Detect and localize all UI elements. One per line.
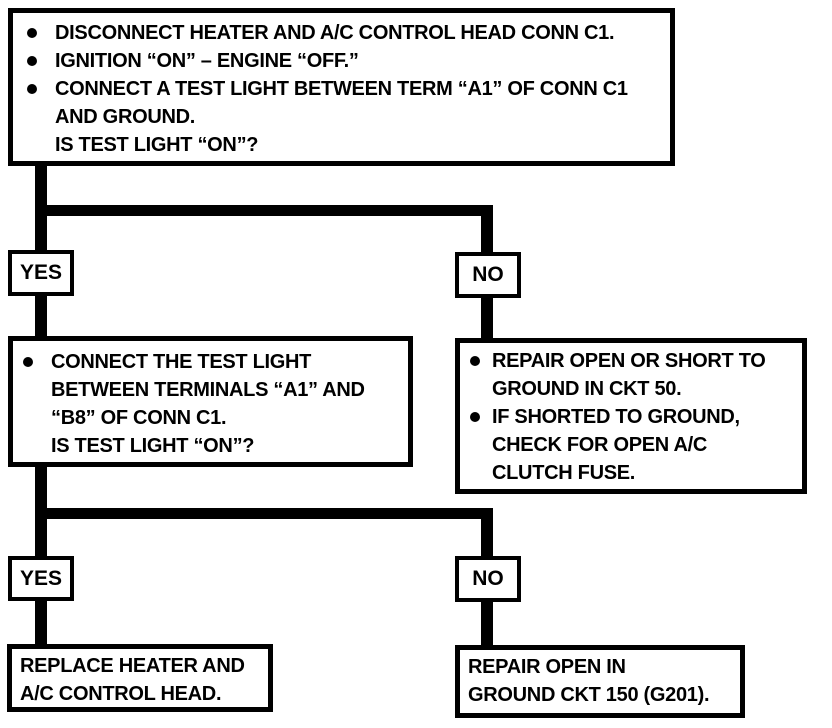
step-text: GROUND CKT 150 (G201). — [468, 684, 710, 706]
bullet-icon — [27, 84, 37, 94]
connector-branch2-horizontal — [35, 508, 493, 519]
text-line: IS TEST LIGHT “ON”? — [13, 432, 408, 460]
label-no-branch1: NO — [455, 252, 521, 298]
label-yes-branch1: YES — [8, 250, 74, 296]
step-text: REPLACE HEATER AND — [20, 655, 245, 677]
bullet-icon — [470, 412, 480, 422]
text-line: REPAIR OPEN IN — [460, 653, 740, 681]
node-step1-test-light-to-ground: DISCONNECT HEATER AND A/C CONTROL HEAD C… — [8, 8, 675, 166]
step-text: DISCONNECT HEATER AND A/C CONTROL HEAD C… — [55, 22, 615, 44]
connector-yes2-to-replace — [35, 599, 47, 646]
step-text: CHECK FOR OPEN A/C — [492, 434, 707, 456]
no-label: NO — [472, 567, 504, 590]
step-text: IGNITION “ON” – ENGINE “OFF.” — [55, 50, 359, 72]
text-line: CONNECT THE TEST LIGHT — [13, 348, 408, 376]
step-text: “B8” OF CONN C1. — [51, 407, 227, 429]
text-line: CLUTCH FUSE. — [460, 459, 802, 487]
node-repair-open-short-ckt50: REPAIR OPEN OR SHORT TO GROUND IN CKT 50… — [455, 338, 807, 494]
text-line: CHECK FOR OPEN A/C — [460, 431, 802, 459]
text-line: “B8” OF CONN C1. — [13, 404, 408, 432]
text-line: CONNECT A TEST LIGHT BETWEEN TERM “A1” O… — [13, 75, 670, 103]
node-step2-test-light-a1-b8: CONNECT THE TEST LIGHT BETWEEN TERMINALS… — [8, 336, 413, 467]
connector-no2-to-repair-ground — [481, 600, 493, 647]
step-text: REPAIR OPEN IN — [468, 656, 626, 678]
node-replace-control-head: REPLACE HEATER AND A/C CONTROL HEAD. — [7, 644, 273, 712]
step-text: CONNECT A TEST LIGHT BETWEEN TERM “A1” O… — [55, 78, 628, 100]
step-text: REPAIR OPEN OR SHORT TO — [492, 350, 766, 372]
bullet-icon — [27, 28, 37, 38]
no-label: NO — [472, 263, 504, 286]
yes-label: YES — [19, 261, 63, 284]
text-line: REPAIR OPEN OR SHORT TO — [460, 347, 802, 375]
step-text: GROUND IN CKT 50. — [492, 378, 682, 400]
bullet-icon — [27, 56, 37, 66]
step-text: CLUTCH FUSE. — [492, 462, 636, 484]
step-text: BETWEEN TERMINALS “A1” AND — [51, 379, 365, 401]
text-line: IF SHORTED TO GROUND, — [460, 403, 802, 431]
step-text: IF SHORTED TO GROUND, — [492, 406, 740, 428]
text-line: GROUND IN CKT 50. — [460, 375, 802, 403]
yes-label: YES — [19, 566, 63, 590]
text-line: IGNITION “ON” – ENGINE “OFF.” — [13, 47, 670, 75]
node-repair-open-ground-ckt150: REPAIR OPEN IN GROUND CKT 150 (G201). — [455, 645, 745, 718]
bullet-icon — [470, 356, 480, 366]
step-text: IS TEST LIGHT “ON”? — [51, 435, 255, 457]
text-line: GROUND CKT 150 (G201). — [460, 681, 740, 709]
connector-branch1-horizontal — [35, 205, 493, 216]
text-line: DISCONNECT HEATER AND A/C CONTROL HEAD C… — [13, 19, 670, 47]
text-line: REPLACE HEATER AND — [12, 652, 268, 680]
step-text: CONNECT THE TEST LIGHT — [51, 351, 312, 373]
connector-no1-to-repair — [481, 296, 493, 340]
label-no-branch2: NO — [455, 556, 521, 602]
label-yes-branch2: YES — [8, 556, 74, 601]
step-text: IS TEST LIGHT “ON”? — [55, 134, 259, 156]
text-line: A/C CONTROL HEAD. — [12, 680, 268, 708]
bullet-icon — [23, 357, 33, 367]
text-line: IS TEST LIGHT “ON”? — [13, 131, 670, 159]
text-line: BETWEEN TERMINALS “A1” AND — [13, 376, 408, 404]
connector-yes1-to-step2 — [35, 294, 47, 338]
connector-branch1-to-no1 — [481, 205, 493, 254]
step-text: A/C CONTROL HEAD. — [20, 683, 222, 705]
connector-branch2-to-no2 — [481, 508, 493, 558]
text-line: AND GROUND. — [13, 103, 670, 131]
step-text: AND GROUND. — [55, 106, 196, 128]
